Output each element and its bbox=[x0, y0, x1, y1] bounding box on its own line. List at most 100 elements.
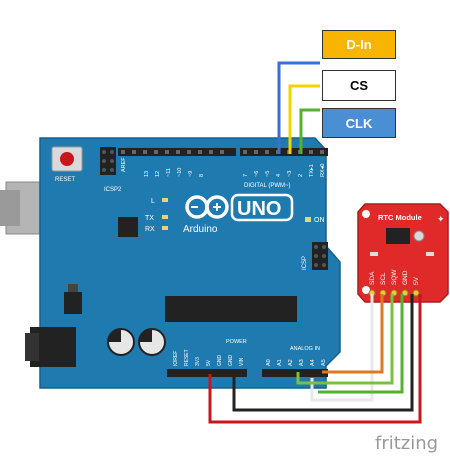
digital-pin-label: 2 bbox=[298, 174, 304, 177]
power-pin-label: RESET bbox=[184, 349, 190, 366]
digital-pin-label: ~11 bbox=[166, 168, 172, 177]
led-on bbox=[305, 217, 311, 222]
digital-pin-labels: 13 12 ~11 ~10 ~9 8 7 ~6 ~5 4 ~3 2 TX▸1 RX◂0 bbox=[144, 164, 326, 177]
digital-pin-label: TX▸1 bbox=[309, 164, 315, 177]
rtc-pin bbox=[412, 289, 420, 297]
usb-chip bbox=[118, 217, 138, 237]
pin-hole bbox=[220, 150, 224, 154]
led-tx-label: TX bbox=[145, 215, 154, 222]
pin-hole bbox=[165, 150, 169, 154]
pin-hole bbox=[209, 150, 213, 154]
power-pin-label: GND bbox=[217, 355, 223, 367]
icsp-header bbox=[312, 242, 328, 270]
microcontroller-chip bbox=[165, 296, 297, 322]
rtc-pin-label: SDA bbox=[369, 271, 376, 285]
pin-hole bbox=[176, 150, 180, 154]
pin-hole bbox=[132, 150, 136, 154]
power-header-label: POWER bbox=[226, 339, 247, 345]
digital-pin-label: 8 bbox=[199, 174, 205, 177]
digital-header-right bbox=[240, 148, 328, 156]
power-pin-labels: IOREF RESET 3V3 5V GND GND VIN bbox=[173, 349, 245, 366]
power-pin-label: IOREF bbox=[173, 351, 179, 366]
rtc-pin-label: SCL bbox=[380, 272, 387, 285]
icsp-label: ICSP bbox=[302, 256, 308, 270]
clk-label: CLK bbox=[322, 108, 396, 138]
rtc-crystal bbox=[413, 230, 425, 242]
pin-hole bbox=[154, 150, 158, 154]
wire-blue-din bbox=[277, 61, 320, 154]
digital-pin-label: ~6 bbox=[254, 171, 260, 177]
led-tx bbox=[162, 215, 168, 219]
cs-label: CS bbox=[322, 70, 396, 101]
pin-hole bbox=[254, 150, 258, 154]
capacitor-1-stripe bbox=[108, 329, 121, 342]
power-jack-front bbox=[25, 333, 39, 361]
uno-label: UNO bbox=[237, 198, 281, 220]
digital-pin-label: ~10 bbox=[177, 168, 183, 177]
wire-red-5v bbox=[208, 294, 422, 424]
rtc-mount-hole-2 bbox=[362, 286, 370, 294]
power-pin-label: 5V bbox=[206, 359, 212, 366]
power-pin-label: VIN bbox=[239, 357, 245, 366]
arduino-brand-label: Arduino bbox=[183, 224, 218, 235]
led-rx-label: RX bbox=[145, 226, 155, 233]
rtc-mount-hole-1 bbox=[362, 210, 370, 218]
icsp2-label: ICSP2 bbox=[104, 187, 122, 193]
wire-white-sda bbox=[310, 294, 374, 402]
rtc-component-1 bbox=[370, 252, 378, 256]
pin-hole bbox=[265, 150, 269, 154]
digital-pin-label: ~3 bbox=[287, 171, 293, 177]
pin-hole bbox=[309, 150, 313, 154]
rtc-logo-icon: ✦ bbox=[437, 215, 445, 225]
pin-hole bbox=[243, 150, 247, 154]
wire-black-gnd bbox=[232, 294, 414, 412]
rtc-module-title: RTC Module bbox=[378, 213, 422, 222]
digital-pin-label: 4 bbox=[276, 174, 282, 177]
digital-pin-label: ~5 bbox=[265, 171, 271, 177]
wire-green-clk bbox=[299, 108, 320, 154]
pin-hole bbox=[121, 150, 125, 154]
power-header bbox=[167, 369, 247, 377]
arduino-board bbox=[39, 137, 341, 389]
analog-pin-label: A1 bbox=[277, 359, 283, 366]
power-pin-label: 3V3 bbox=[195, 357, 201, 366]
digital-pin-label: RX◂0 bbox=[320, 164, 326, 177]
analog-header-label: ANALOG IN bbox=[290, 346, 320, 352]
wire-orange-scl bbox=[322, 294, 384, 374]
digital-pin-label: 13 bbox=[144, 171, 150, 177]
led-l bbox=[162, 198, 168, 202]
usb-port-inner bbox=[0, 190, 20, 226]
analog-pin-label: A3 bbox=[299, 359, 305, 366]
analog-pin-label: A5 bbox=[321, 359, 327, 366]
wire-yellow-cs bbox=[288, 84, 320, 154]
din-label: D-In bbox=[322, 30, 396, 59]
rtc-pin-label: SQW bbox=[391, 269, 398, 285]
rtc-pins bbox=[368, 289, 420, 297]
power-pin-label: GND bbox=[228, 355, 234, 367]
fritzing-watermark: fritzing bbox=[375, 433, 438, 454]
digital-pin-label: 7 bbox=[243, 174, 249, 177]
rtc-module-board bbox=[357, 203, 449, 303]
led-l-label: L bbox=[151, 198, 155, 205]
pin-hole bbox=[198, 150, 202, 154]
led-rx bbox=[162, 226, 168, 230]
uno-badge bbox=[230, 193, 294, 222]
wire-green-sqw bbox=[296, 294, 394, 385]
analog-pin-label: A2 bbox=[288, 359, 294, 366]
voltage-regulator-tab bbox=[68, 284, 78, 292]
rtc-pin-label: 5V bbox=[413, 276, 420, 285]
arduino-logo-icon bbox=[185, 195, 229, 219]
pin-hole bbox=[320, 150, 324, 154]
digital-pin-label: 12 bbox=[155, 171, 161, 177]
digital-pin-label: ~9 bbox=[188, 171, 194, 177]
digital-header-label: DIGITAL (PWM~) bbox=[244, 183, 291, 189]
icsp2-header bbox=[100, 147, 116, 175]
analog-header bbox=[262, 369, 328, 377]
analog-pin-label: A0 bbox=[266, 359, 272, 366]
reset-label: RESET bbox=[55, 177, 75, 183]
wire-lightgreen-analog bbox=[318, 294, 404, 394]
rtc-component-2 bbox=[426, 252, 434, 256]
